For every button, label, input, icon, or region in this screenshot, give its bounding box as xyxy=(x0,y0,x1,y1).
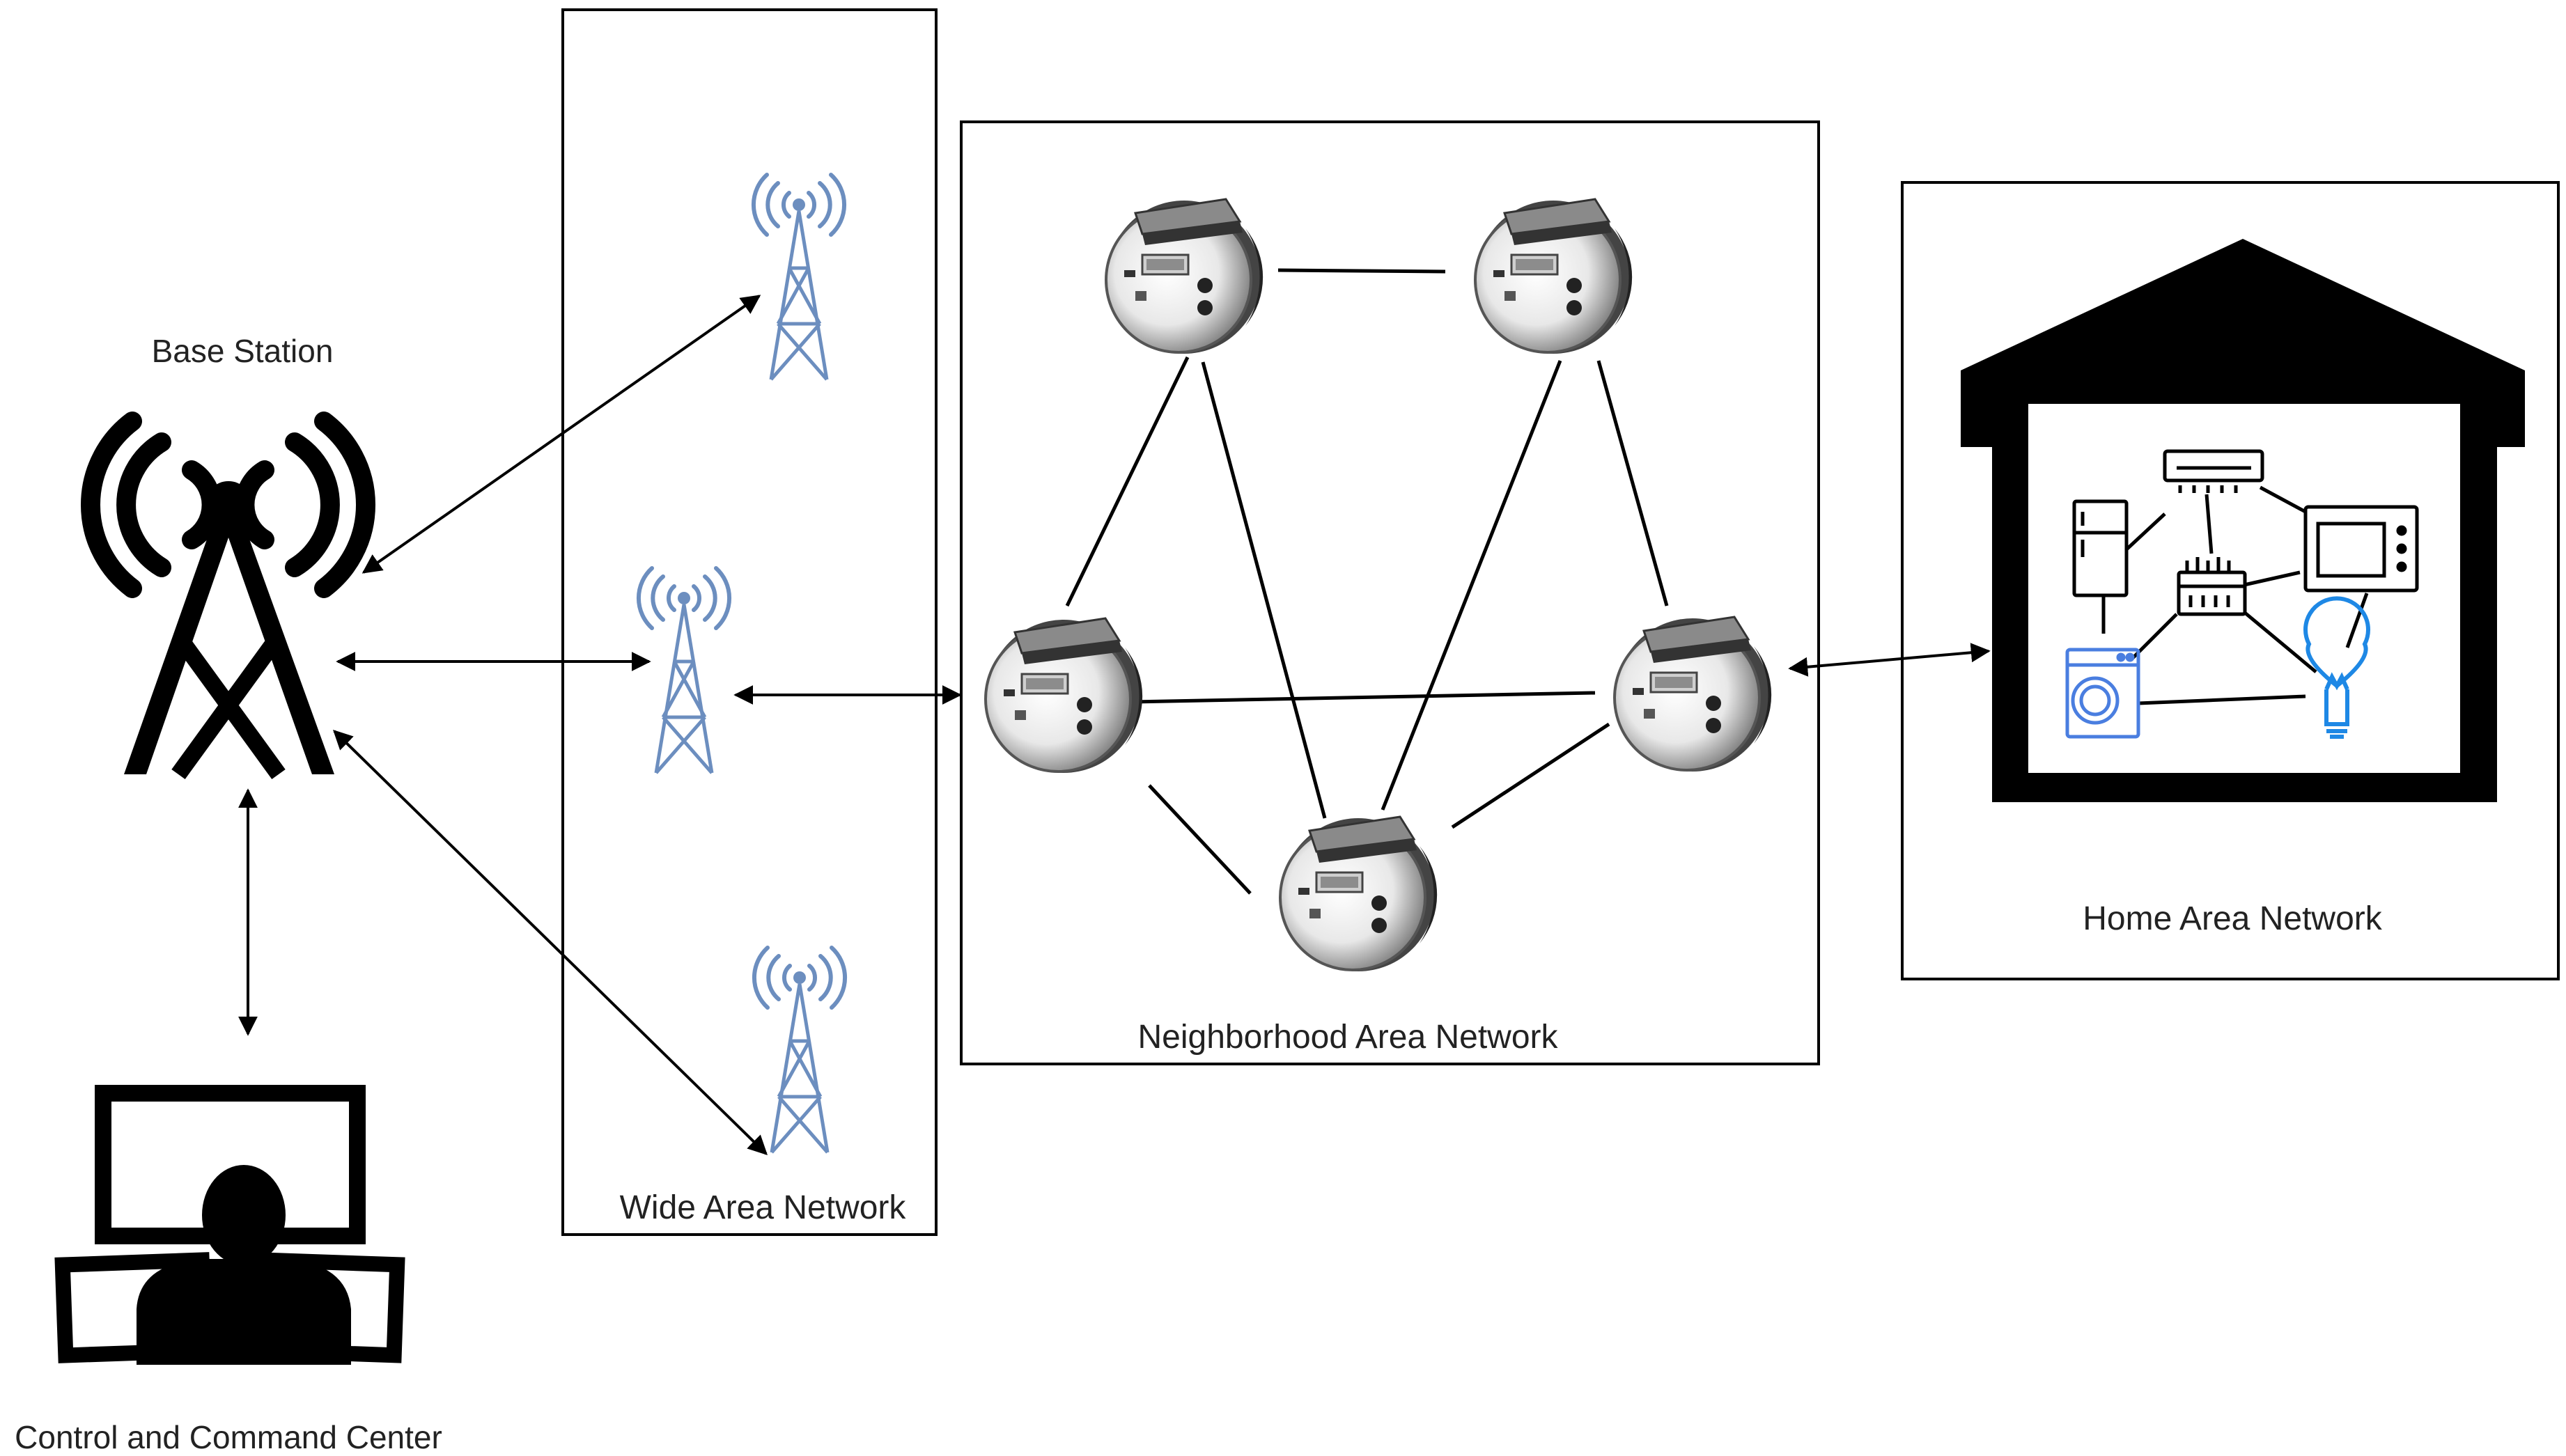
wan-label: Wide Area Network xyxy=(620,1189,907,1226)
nan-box xyxy=(960,120,1820,1065)
cell-tower-icon xyxy=(754,175,844,379)
house-icon xyxy=(1961,239,2525,802)
light-bulb-icon xyxy=(2303,596,2370,739)
refrigerator-icon xyxy=(2072,499,2129,597)
smart-meter-icon xyxy=(1279,815,1439,973)
washing-machine-icon xyxy=(2065,648,2140,739)
han-label: Home Area Network xyxy=(2083,900,2382,937)
han-box xyxy=(1901,181,2560,980)
base-station-label: Base Station xyxy=(152,333,334,369)
smart-meter-icon xyxy=(1613,616,1773,773)
radio-tower-icon xyxy=(81,412,375,780)
air-conditioner-icon xyxy=(2163,449,2264,493)
bs-to-wan-tower-top-arrow xyxy=(361,295,761,574)
nan-label: Neighborhood Area Network xyxy=(1137,1019,1558,1056)
smart-meter-icon xyxy=(1105,198,1265,355)
cell-tower-icon xyxy=(639,568,729,773)
smart-panel-icon xyxy=(2177,557,2247,616)
wan-box xyxy=(561,8,938,1236)
operator-monitors-icon xyxy=(54,1085,405,1365)
nan-to-han-arrow xyxy=(1788,643,1991,677)
control-center-label: Control and Command Center xyxy=(15,1419,442,1455)
bs-to-wan-tower-bottom-arrow xyxy=(332,730,768,1155)
cell-tower-icon xyxy=(754,948,845,1152)
smart-meter-icon xyxy=(1474,198,1634,355)
smart-meter-icon xyxy=(984,617,1144,774)
microwave-icon xyxy=(2303,505,2419,593)
